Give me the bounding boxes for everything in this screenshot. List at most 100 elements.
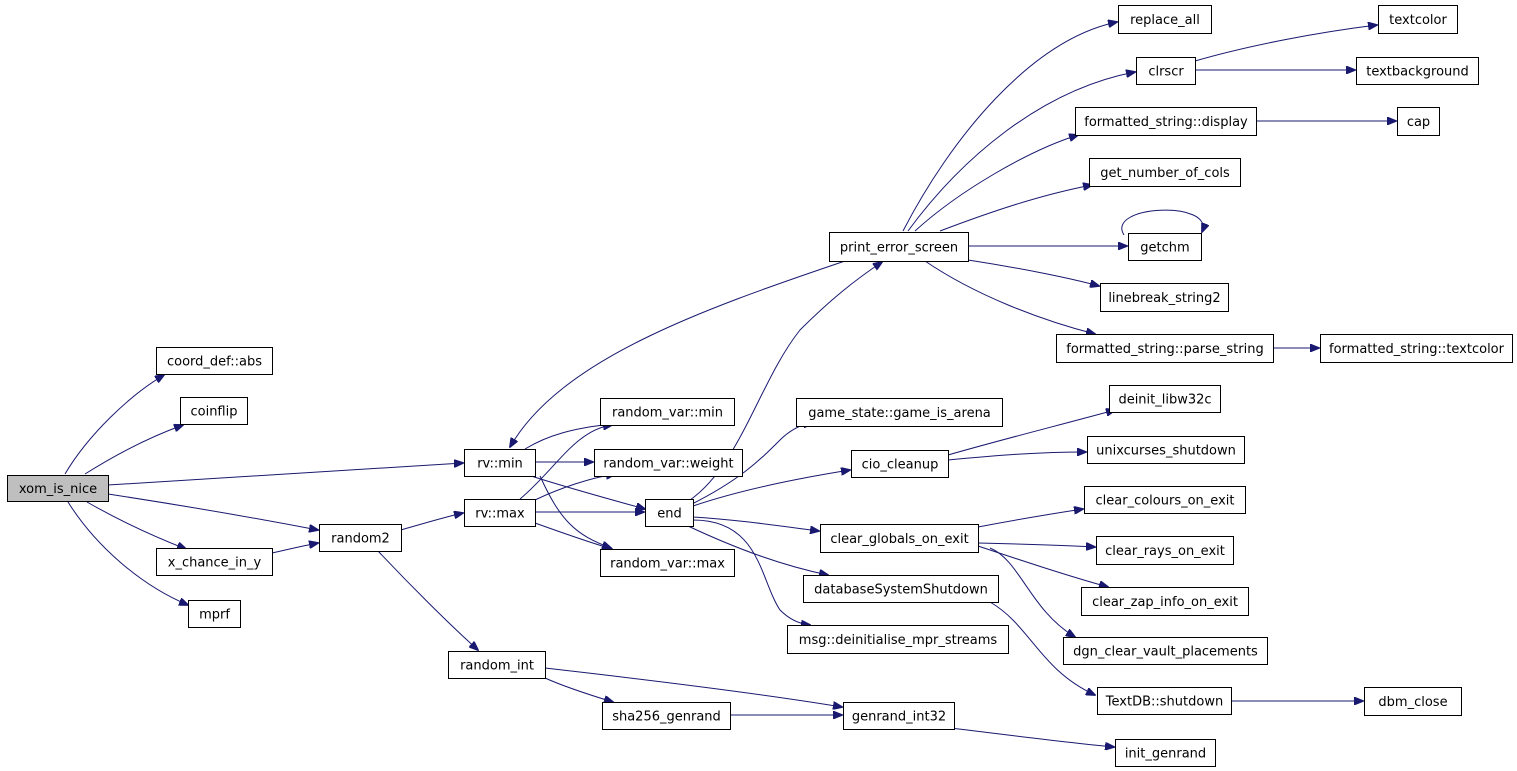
node-box (1320, 334, 1513, 363)
node-box (1097, 687, 1232, 715)
node-mprf[interactable]: mprf (188, 600, 241, 628)
node-fs_parse[interactable]: formatted_string::parse_string (1056, 334, 1274, 363)
edge-clear_globals-to-clear_rays (977, 543, 1095, 547)
node-box (319, 524, 402, 552)
node-rvar_min[interactable]: random_var::min (600, 398, 735, 426)
node-box (188, 600, 241, 628)
node-box (1128, 233, 1202, 261)
node-game_arena[interactable]: game_state::game_is_arena (796, 398, 1003, 427)
node-get_cols[interactable]: get_number_of_cols (1089, 158, 1241, 187)
node-box (829, 232, 969, 262)
node-box (1056, 334, 1274, 363)
edge-random2-to-random_int (377, 550, 478, 650)
node-clear_colours[interactable]: clear_colours_on_exit (1084, 486, 1246, 514)
node-box (1081, 587, 1249, 616)
node-print_error_screen[interactable]: print_error_screen (829, 232, 969, 262)
node-clrscr[interactable]: clrscr (1136, 57, 1196, 85)
node-textdb[interactable]: TextDB::shutdown (1097, 687, 1232, 715)
node-box (843, 702, 955, 730)
node-box (602, 702, 731, 730)
node-box (803, 575, 999, 603)
node-rvar_weight[interactable]: random_var::weight (594, 449, 743, 477)
node-fs_textcolor[interactable]: formatted_string::textcolor (1320, 334, 1513, 363)
node-box (851, 450, 949, 478)
node-fs_display[interactable]: formatted_string::display (1075, 107, 1257, 136)
node-label: mprf (199, 608, 230, 623)
node-sha256[interactable]: sha256_genrand (602, 702, 731, 730)
node-msg_deinit[interactable]: msg::deinitialise_mpr_streams (787, 625, 1009, 654)
node-rvar_max[interactable]: random_var::max (600, 549, 735, 577)
node-label: rv::max (475, 507, 525, 522)
edge-random2-to-rv_max (400, 513, 463, 531)
edge-clear_globals-to-clear_colours (977, 509, 1083, 528)
edge-print_error_screen-to-get_cols (939, 185, 1092, 232)
node-label: game_state::game_is_arena (808, 406, 991, 421)
node-label: cio_cleanup (862, 458, 939, 473)
node-box (1100, 283, 1229, 312)
node-label: end (657, 507, 682, 522)
edge-print_error_screen-to-clrscr (907, 72, 1135, 232)
node-dgn_clear[interactable]: dgn_clear_vault_placements (1063, 637, 1268, 665)
node-clear_globals[interactable]: clear_globals_on_exit (820, 524, 979, 553)
node-cio_cleanup[interactable]: cio_cleanup (851, 450, 949, 478)
node-end[interactable]: end (645, 499, 694, 527)
node-box (1075, 107, 1257, 136)
node-label: dbm_close (1378, 695, 1447, 710)
node-label: textcolor (1389, 13, 1447, 28)
node-random2[interactable]: random2 (319, 524, 402, 552)
node-box (820, 524, 979, 553)
edge-random_int-to-genrand_int32 (544, 667, 842, 707)
edge-cio_cleanup-to-unixcurses (947, 452, 1086, 461)
node-label: linebreak_string2 (1108, 291, 1220, 306)
node-x_chance[interactable]: x_chance_in_y (156, 548, 273, 576)
edge-rv_max-to-rvar_min (519, 425, 612, 500)
node-label: TextDB::shutdown (1105, 695, 1223, 710)
node-textbackground[interactable]: textbackground (1356, 57, 1479, 85)
edge-getchm-to-getchm (1121, 209, 1203, 236)
node-genrand_int32[interactable]: genrand_int32 (843, 702, 955, 730)
edge-rv_min-to-rvar_max (539, 475, 611, 548)
edge-xom_is_nice-to-coinflip (84, 425, 183, 475)
node-textcolor[interactable]: textcolor (1378, 5, 1458, 34)
node-init_genrand[interactable]: init_genrand (1115, 739, 1216, 767)
node-label: clrscr (1148, 65, 1184, 80)
node-box (464, 499, 536, 527)
node-label: get_number_of_cols (1100, 166, 1230, 181)
node-deinit_libw32c[interactable]: deinit_libw32c (1109, 385, 1221, 413)
node-coinflip[interactable]: coinflip (180, 397, 248, 425)
node-unixcurses[interactable]: unixcurses_shutdown (1087, 436, 1245, 464)
node-replace_all[interactable]: replace_all (1118, 5, 1212, 34)
nodes-layer: xom_is_nice coord_def::abscoinflipx_chanc… (7, 5, 1513, 767)
node-rv_max[interactable]: rv::max (464, 499, 536, 527)
node-clear_rays[interactable]: clear_rays_on_exit (1096, 536, 1234, 565)
edge-x_chance-to-random2 (271, 543, 318, 554)
node-box (787, 625, 1009, 654)
node-label: coord_def::abs (167, 355, 262, 370)
node-label: random_var::max (610, 557, 725, 572)
node-label: x_chance_in_y (168, 556, 262, 571)
node-label: clear_globals_on_exit (830, 532, 968, 547)
node-db_shutdown[interactable]: databaseSystemShutdown (803, 575, 999, 603)
node-clear_zap[interactable]: clear_zap_info_on_exit (1081, 587, 1249, 616)
node-dbm_close[interactable]: dbm_close (1364, 687, 1462, 716)
node-random_int[interactable]: random_int (448, 651, 546, 679)
node-label: msg::deinitialise_mpr_streams (799, 633, 998, 648)
node-xom_is_nice[interactable]: xom_is_nice (7, 475, 109, 502)
edge-random_int-to-sha256 (544, 677, 613, 702)
edge-db_shutdown-to-textdb (989, 601, 1095, 695)
node-label: textbackground (1366, 65, 1469, 80)
edge-print_error_screen-to-fs_parse (924, 260, 1095, 334)
edge-clrscr-to-textcolor (1194, 25, 1377, 62)
node-label: clear_zap_info_on_exit (1092, 595, 1238, 610)
node-cap[interactable]: cap (1397, 107, 1440, 136)
node-getchm[interactable]: getchm (1128, 233, 1202, 261)
node-coord_abs[interactable]: coord_def::abs (156, 347, 273, 375)
node-label: init_genrand (1125, 747, 1206, 762)
node-linebreak[interactable]: linebreak_string2 (1100, 283, 1229, 312)
node-rv_min[interactable]: rv::min (464, 449, 536, 477)
node-label: coinflip (190, 405, 237, 420)
edge-xom_is_nice-to-random2 (107, 493, 318, 530)
edge-end-to-cio_cleanup (692, 470, 850, 507)
edge-xom_is_nice-to-rv_min (107, 463, 463, 486)
